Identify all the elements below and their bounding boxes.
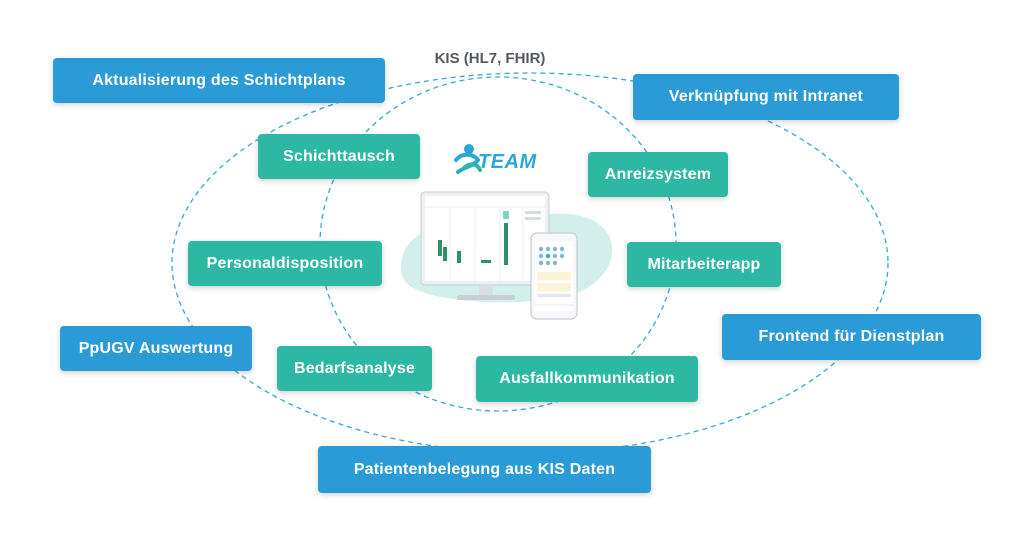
node-demand-analysis: Bedarfsanalyse	[277, 346, 432, 391]
node-ppugv: PpUGV Auswertung	[60, 326, 252, 371]
node-shift-plan-update: Aktualisierung des Schichtplans	[53, 58, 385, 103]
node-intranet-link: Verknüpfung mit Intranet	[633, 74, 899, 120]
node-absence-comm: Ausfallkommunikation	[476, 356, 698, 402]
smartphone-icon	[530, 232, 578, 320]
node-staff-dispatch: Personaldisposition	[188, 241, 382, 286]
team-logo-text: TEAM	[478, 151, 537, 173]
node-employee-app: Mitarbeiterapp	[627, 242, 781, 287]
node-frontend: Frontend für Dienstplan	[722, 314, 981, 360]
desktop-monitor-icon	[420, 191, 550, 300]
node-shift-swap: Schichttausch	[258, 134, 420, 179]
kis-interface-label: KIS (HL7, FHIR)	[414, 46, 566, 70]
team-logo-icon	[454, 144, 482, 174]
node-incentive: Anreizsystem	[588, 152, 728, 197]
node-patient-occupancy: Patientenbelegung aus KIS Daten	[318, 446, 651, 493]
device-illustration	[401, 191, 613, 320]
outer-ring	[171, 72, 889, 454]
